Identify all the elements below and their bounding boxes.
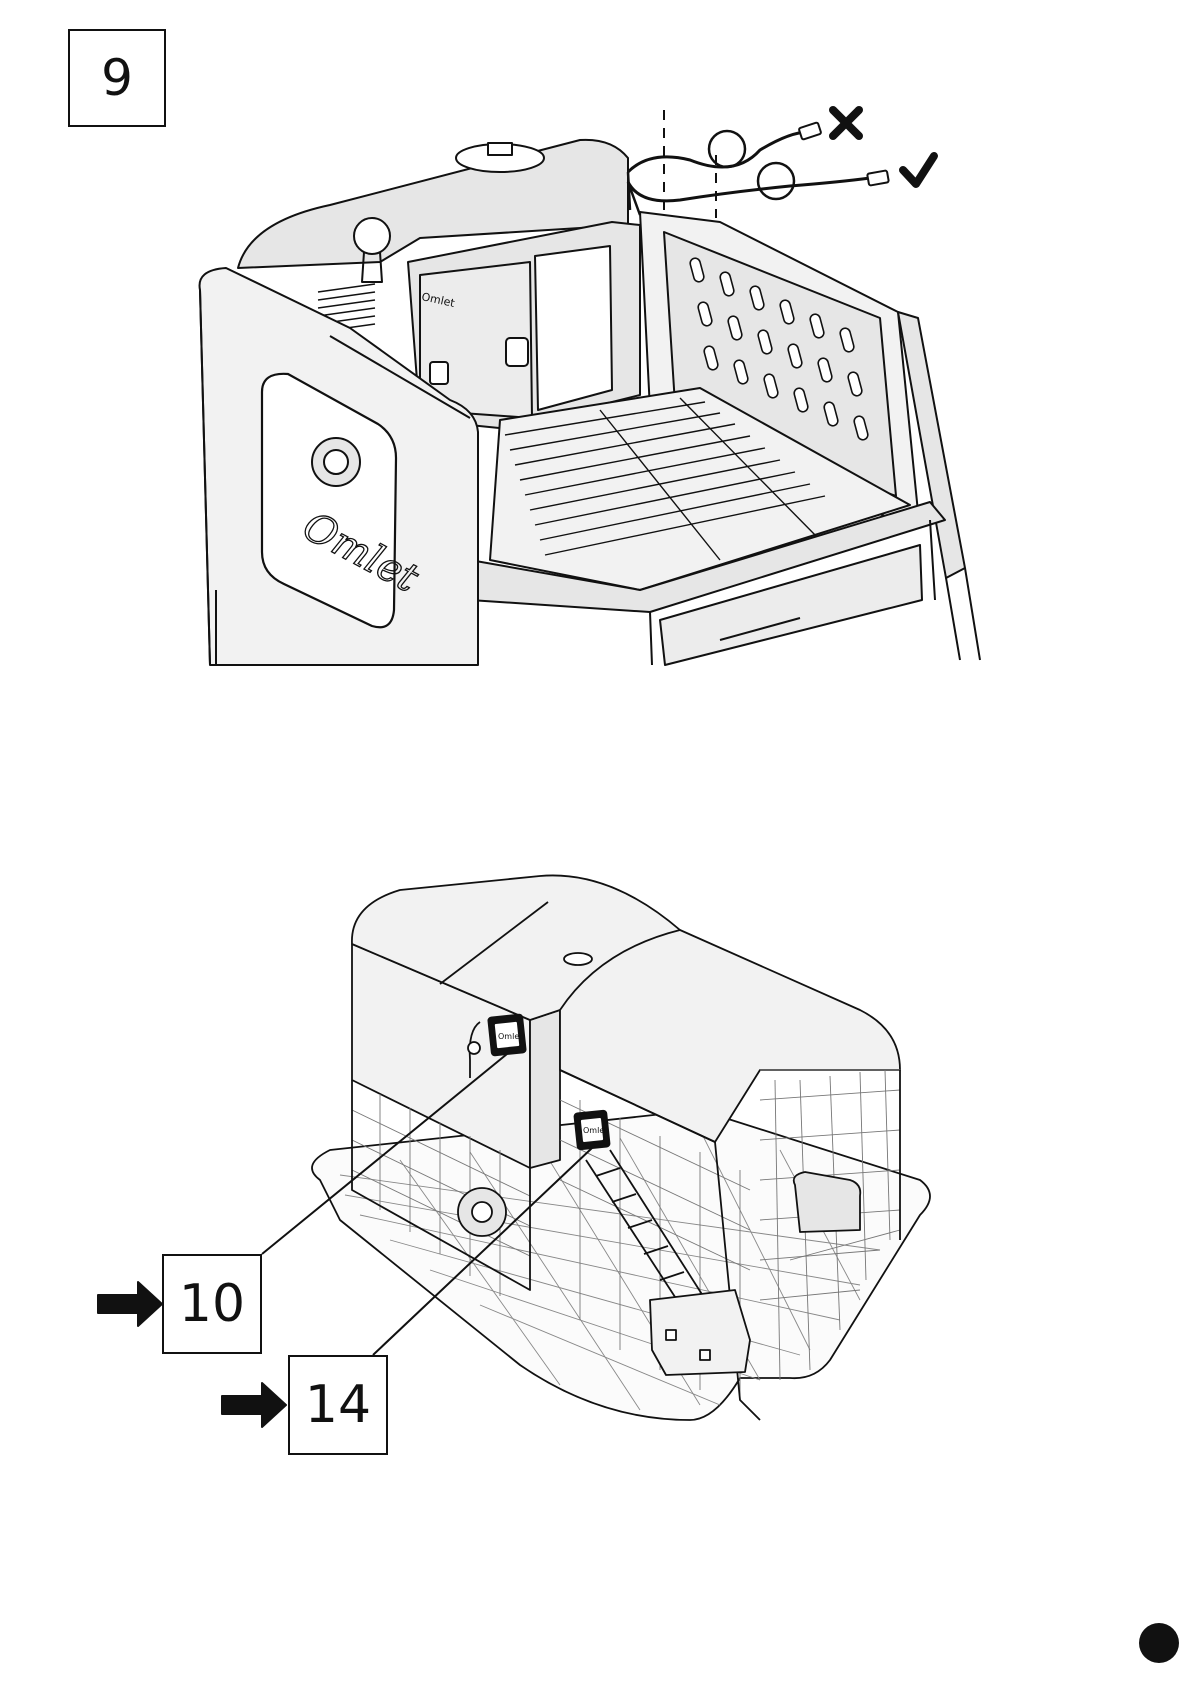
device-logo-10: Omlet xyxy=(498,1032,522,1041)
arrow-right-icon xyxy=(98,1282,162,1326)
coop-interior-illustration: Omlet Omlet xyxy=(0,0,1191,700)
device-logo-14: Omlet xyxy=(583,1126,607,1135)
callout-label-14: 14 xyxy=(305,1375,371,1435)
page-marker-dot xyxy=(1139,1623,1179,1663)
callout-box-10: 10 xyxy=(162,1254,262,1354)
arrow-right-icon xyxy=(222,1383,286,1427)
cross-icon xyxy=(833,110,859,136)
svg-text:Omlet: Omlet xyxy=(498,1032,522,1041)
callout-label-10: 10 xyxy=(179,1274,245,1334)
callout-box-14: 14 xyxy=(288,1355,388,1455)
check-icon xyxy=(903,156,934,184)
svg-text:Omlet: Omlet xyxy=(583,1126,607,1135)
